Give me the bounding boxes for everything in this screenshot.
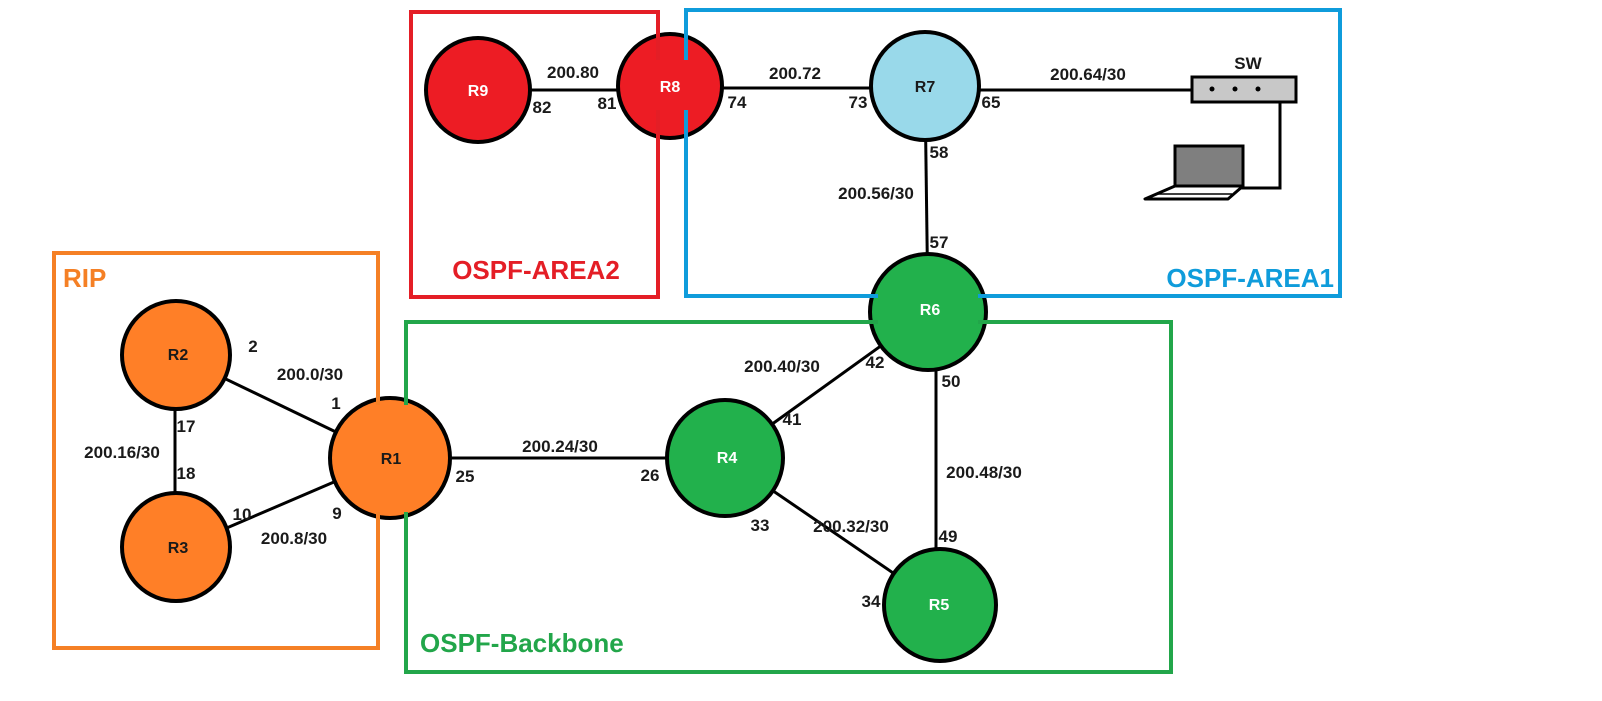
if-r1-1: 1 (331, 394, 340, 413)
subnet-r2-r3: 200.16/30 (84, 443, 160, 462)
router-r1[interactable]: R1 (328, 396, 452, 520)
if-r6-42: 42 (866, 353, 885, 372)
if-r8-74: 74 (728, 93, 747, 112)
if-r9-82: 82 (533, 98, 552, 117)
if-r7-65: 65 (982, 93, 1001, 112)
subnet-r9-r8: 200.80 (547, 63, 599, 82)
router-r3[interactable]: R3 (120, 491, 232, 603)
router-r2[interactable]: R2 (120, 299, 232, 411)
subnet-r4-r5: 200.32/30 (813, 517, 889, 536)
if-r2-2: 2 (248, 337, 257, 356)
ospf-backbone-label: OSPF-Backbone (420, 628, 624, 658)
router-r4[interactable]: R4 (665, 398, 785, 518)
router-r8[interactable]: R8 (616, 32, 724, 140)
if-r5-49: 49 (939, 527, 958, 546)
if-r7-58: 58 (930, 143, 949, 162)
if-r2-17: 17 (177, 417, 196, 436)
subnet-r2-r1: 200.0/30 (277, 365, 343, 384)
subnet-r3-r1: 200.8/30 (261, 529, 327, 548)
if-r5-34: 34 (862, 592, 881, 611)
if-r3-18: 18 (177, 464, 196, 483)
rip-area-label: RIP (63, 263, 106, 293)
if-r4-41: 41 (783, 410, 802, 429)
if-r4-26: 26 (641, 466, 660, 485)
switch-laptop-cable (1238, 92, 1282, 190)
router-r3-label: R3 (168, 540, 189, 557)
if-r7-73: 73 (849, 93, 868, 112)
router-r9[interactable]: R9 (424, 36, 532, 144)
laptop-icon (1143, 144, 1245, 201)
router-r2-label: R2 (168, 347, 189, 364)
router-r8-label: R8 (660, 79, 681, 96)
router-r6[interactable]: R6 (868, 252, 988, 372)
subnet-r1-r4: 200.24/30 (522, 437, 598, 456)
ospf-area2-label: OSPF-AREA2 (452, 255, 620, 285)
router-r4-label: R4 (717, 450, 738, 467)
router-r9-label: R9 (468, 83, 489, 100)
if-r4-33: 33 (751, 516, 770, 535)
router-r7[interactable]: R7 (869, 30, 981, 142)
ospf-area1-label: OSPF-AREA1 (1166, 263, 1334, 293)
router-r1-label: R1 (381, 451, 402, 468)
subnet-r6-r5: 200.48/30 (946, 463, 1022, 482)
subnet-r7-sw: 200.64/30 (1050, 65, 1126, 84)
if-r8-81: 81 (598, 94, 617, 113)
if-r6-57: 57 (930, 233, 949, 252)
subnet-r4-r6: 200.40/30 (744, 357, 820, 376)
router-r7-label: R7 (915, 79, 936, 96)
switch-label: SW (1234, 54, 1262, 73)
subnet-r8-r7: 200.72 (769, 64, 821, 83)
if-r3-10: 10 (233, 505, 252, 524)
router-r5-label: R5 (929, 597, 950, 614)
switch-icon (1190, 75, 1298, 104)
if-r6-50: 50 (942, 372, 961, 391)
if-r1-9: 9 (332, 504, 341, 523)
if-r1-25: 25 (456, 467, 475, 486)
subnet-r7-r6: 200.56/30 (838, 184, 914, 203)
router-r6-label: R6 (920, 302, 941, 319)
router-r5[interactable]: R5 (882, 547, 998, 663)
